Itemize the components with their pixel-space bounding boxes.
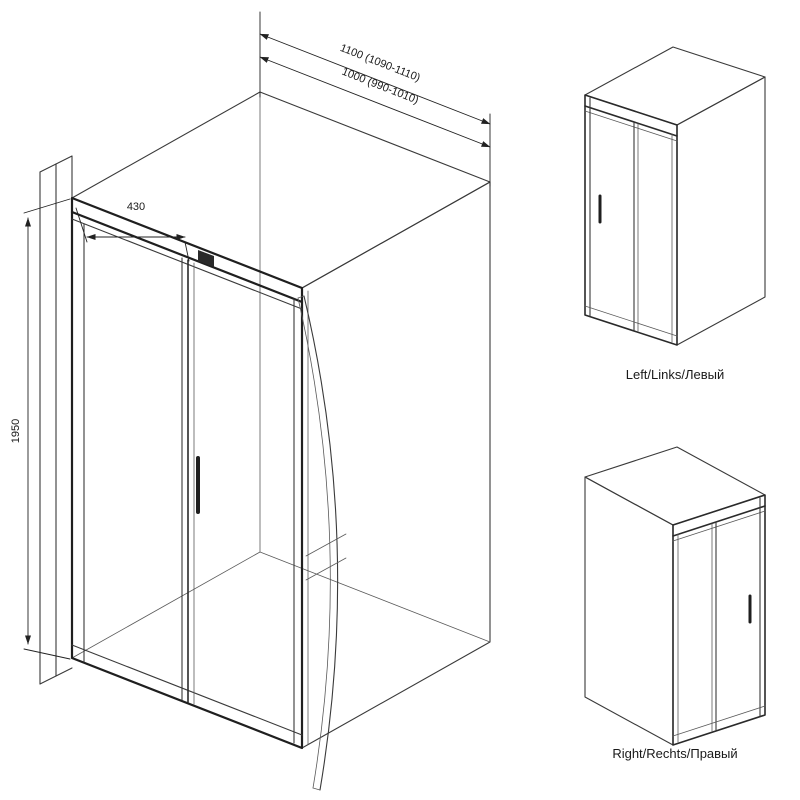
arc-tick-1 bbox=[305, 533, 347, 557]
bottom-rail-line bbox=[584, 305, 678, 337]
ext-line-bottom bbox=[23, 648, 71, 660]
main-isometric-view: 1100 (1090-1110) 1000 (990-1010) 430 195… bbox=[10, 11, 491, 791]
ext-line-left bbox=[75, 207, 88, 243]
top-rail-bold bbox=[584, 105, 678, 137]
slide-arc bbox=[297, 295, 347, 791]
bottom-rail-line bbox=[672, 705, 766, 737]
arc-inner bbox=[297, 297, 331, 789]
left-variant-view bbox=[584, 46, 766, 346]
ext-line-top bbox=[23, 198, 71, 214]
left-variant-label: Left/Links/Левый bbox=[626, 367, 725, 382]
dim-height: 1950 bbox=[10, 198, 71, 660]
dim-height-label: 1950 bbox=[10, 419, 22, 443]
door-assembly bbox=[70, 196, 304, 750]
wall-top-edge bbox=[39, 163, 57, 173]
top-rail-bold bbox=[70, 210, 304, 304]
dim-panel-label: 430 bbox=[127, 201, 145, 213]
door-frame bbox=[70, 196, 304, 750]
arc-outer bbox=[303, 295, 339, 791]
wall-bottom-return bbox=[55, 667, 73, 677]
front-face-door-frame bbox=[672, 494, 766, 746]
arc-bottom-cap bbox=[312, 787, 321, 791]
top-rail-line bbox=[672, 510, 766, 542]
bottom-rail-line bbox=[71, 644, 303, 736]
arc-top-cap bbox=[297, 295, 305, 299]
top-rail-bold bbox=[672, 505, 766, 537]
wall-bottom-edge bbox=[39, 675, 57, 685]
ext-line-right bbox=[184, 241, 190, 262]
left-wall-panel bbox=[39, 155, 73, 685]
right-variant-view bbox=[584, 446, 766, 746]
right-variant-label: Right/Rechts/Правый bbox=[612, 746, 737, 761]
roller-bracket bbox=[198, 250, 214, 267]
interior-floor-edges bbox=[71, 551, 491, 659]
top-rail-line bbox=[584, 110, 678, 142]
dim-line bbox=[259, 56, 491, 148]
front-face-door-frame bbox=[584, 94, 678, 346]
dim-panel-width: 430 bbox=[75, 201, 190, 262]
wall-top-return bbox=[55, 155, 73, 199]
arc-tick-2 bbox=[305, 557, 347, 581]
